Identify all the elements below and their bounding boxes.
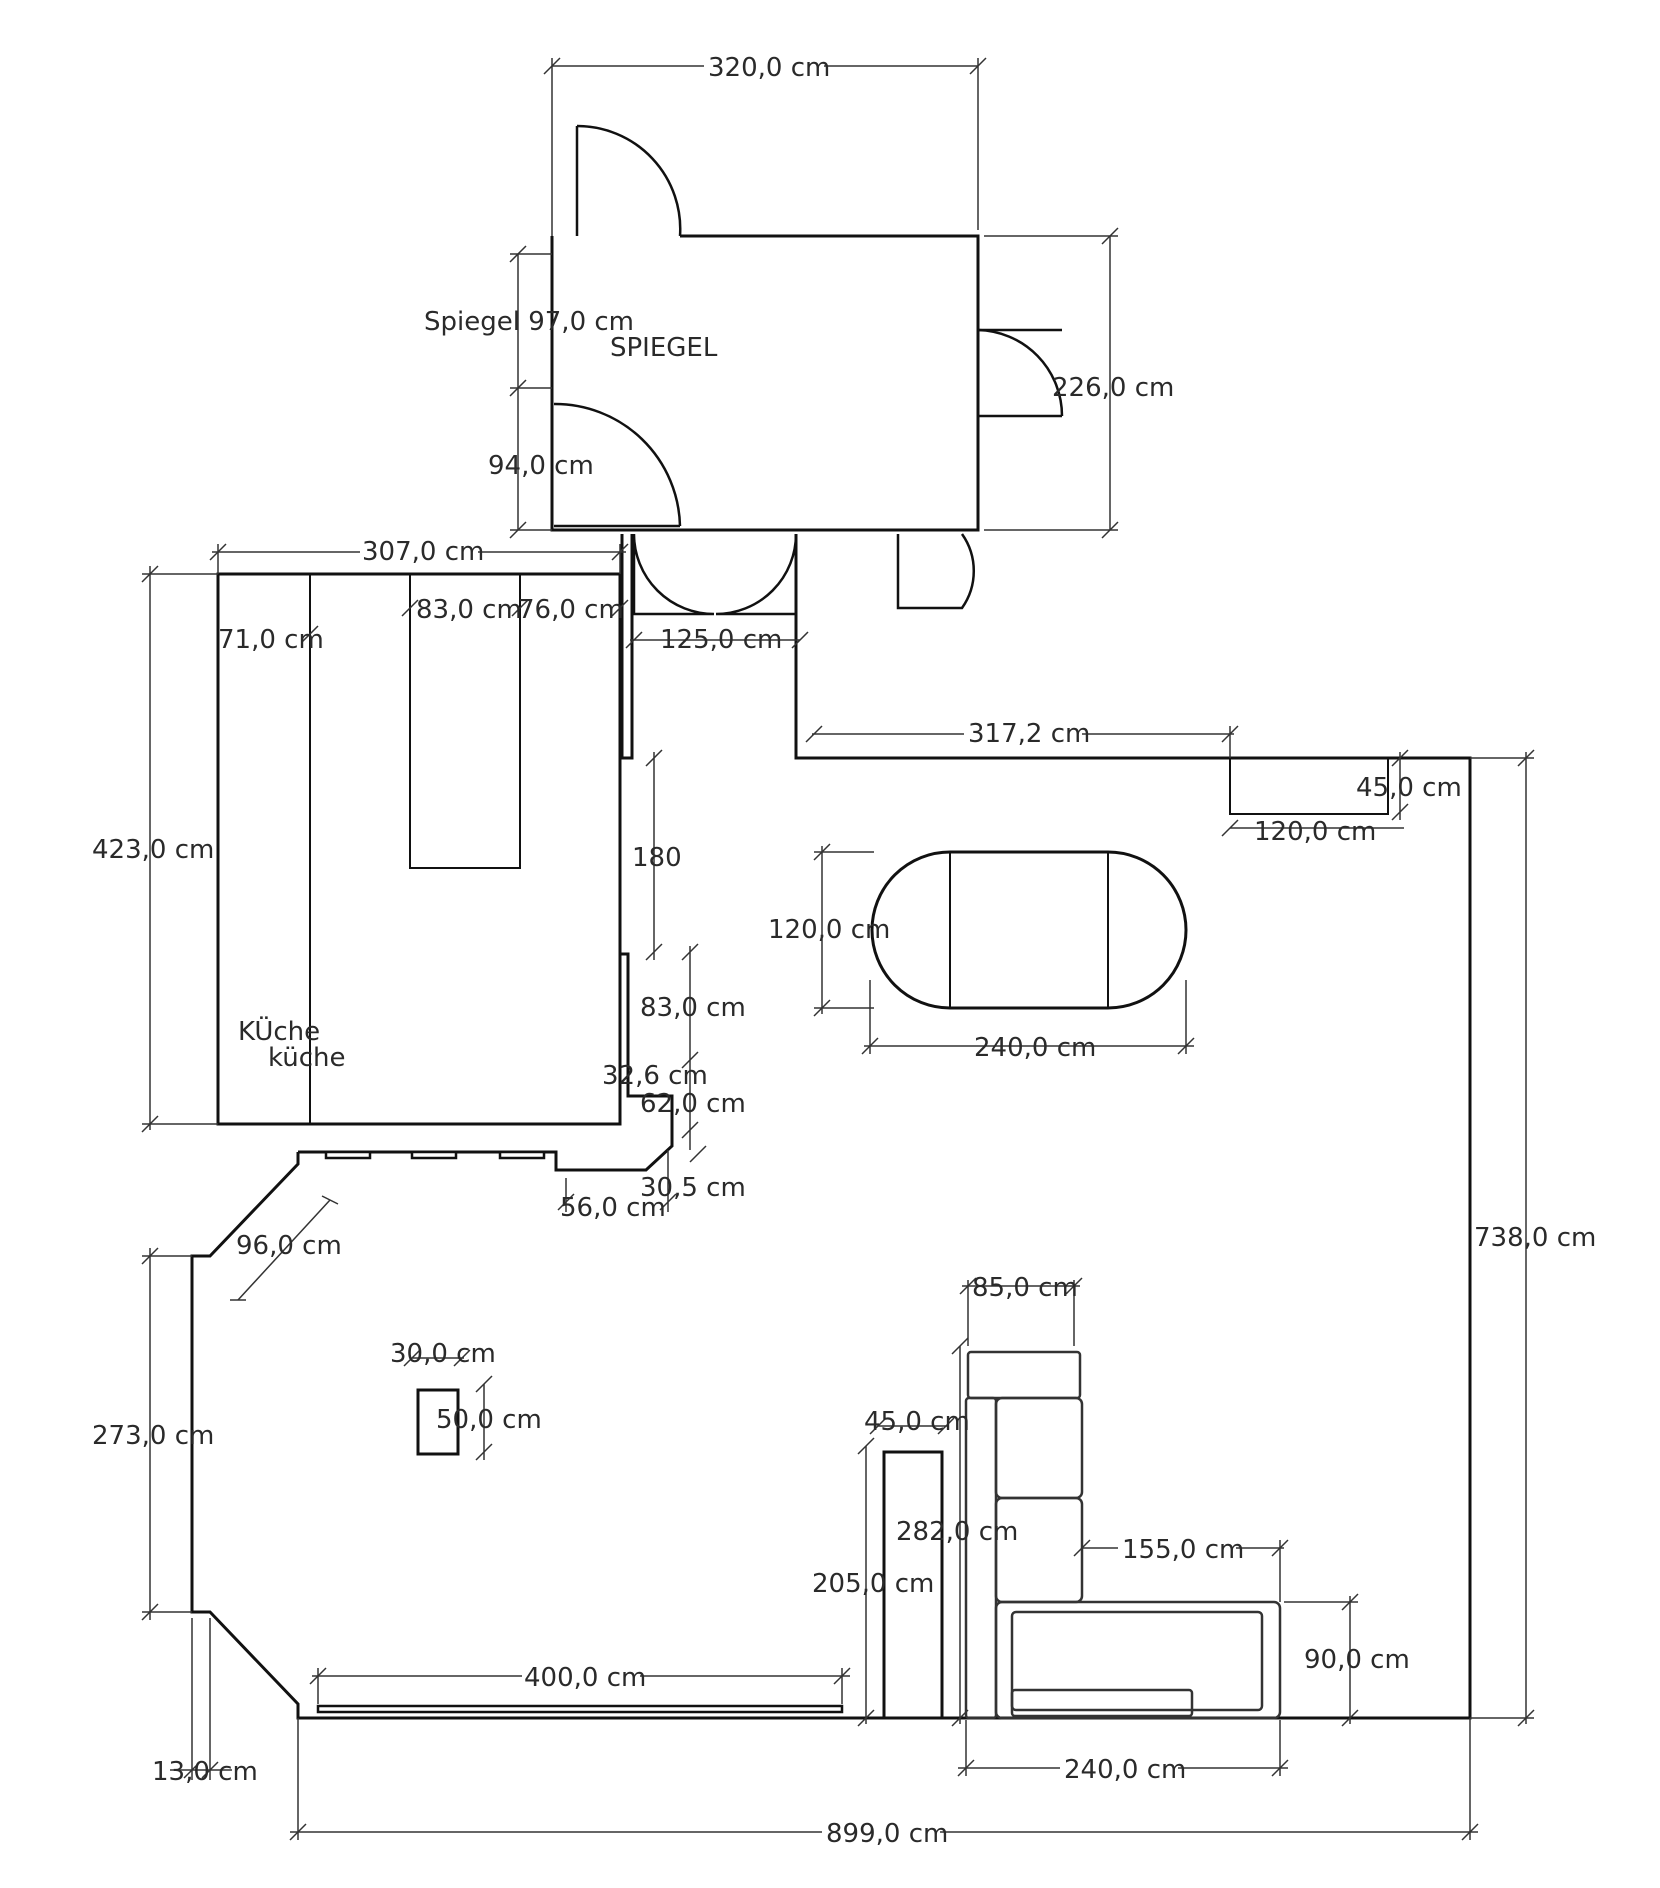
labels: 320,0 cm 226,0 cm Spiegel 97,0 cm SPIEGE… <box>92 50 1596 1849</box>
radiator-bottom <box>316 1704 844 1714</box>
dim-120-table: 120,0 cm <box>768 915 890 945</box>
dim-45-top: 45,0 cm <box>1356 773 1462 803</box>
dim-30: 30,0 cm <box>390 1339 496 1369</box>
dim-738: 738,0 cm <box>1474 1223 1596 1253</box>
dim-94: 94,0 cm <box>488 451 594 481</box>
dim-273: 273,0 cm <box>92 1421 214 1451</box>
dim-307: 307,0 cm <box>362 537 484 567</box>
dim-71: 71,0 cm <box>218 625 324 655</box>
dim-226: 226,0 cm <box>1052 373 1174 403</box>
corridor <box>620 533 806 760</box>
kitchen <box>216 572 674 1126</box>
dim-96: 96,0 cm <box>236 1231 342 1261</box>
dim-56: 56,0 cm <box>560 1193 666 1223</box>
dim-50: 50,0 cm <box>436 1405 542 1435</box>
dim-282: 282,0 cm <box>896 1517 1018 1547</box>
dim-125: 125,0 cm <box>660 625 782 655</box>
bathroom <box>550 124 1064 610</box>
dim-85: 85,0 cm <box>972 1273 1078 1303</box>
dim-180: 180 <box>632 843 682 873</box>
dim-155: 155,0 cm <box>1122 1535 1244 1565</box>
dim-400: 400,0 cm <box>524 1663 646 1693</box>
spiegel-label: SPIEGEL <box>610 333 718 363</box>
pillar <box>416 1388 460 1456</box>
dim-240-sofa: 240,0 cm <box>1064 1755 1186 1785</box>
spiegel-dim-label: Spiegel 97,0 cm <box>424 307 634 337</box>
kitchen-label-1: KÜche <box>238 1015 320 1047</box>
dim-423: 423,0 cm <box>92 835 214 865</box>
corner-sofa <box>964 1350 1282 1720</box>
dim-30-5: 30,5 cm <box>640 1173 746 1203</box>
dim-83-top: 83,0 cm <box>416 595 522 625</box>
dining-table <box>870 850 1188 1010</box>
dim-13: 13,0 cm <box>152 1757 258 1787</box>
dim-45-sideboard: 45,0 cm <box>864 1407 970 1437</box>
dim-62: 62,0 cm <box>640 1089 746 1119</box>
dim-32-6: 32,6 cm <box>602 1061 708 1091</box>
living-room <box>190 756 1472 1720</box>
dim-205: 205,0 cm <box>812 1569 934 1599</box>
dim-320: 320,0 cm <box>708 53 830 83</box>
dim-76: 76,0 cm <box>518 595 624 625</box>
sideboard <box>882 1450 944 1720</box>
dim-317: 317,2 cm <box>968 719 1090 749</box>
dim-120-box: 120,0 cm <box>1254 817 1376 847</box>
dim-83-right: 83,0 cm <box>640 993 746 1023</box>
dim-90: 90,0 cm <box>1304 1645 1410 1675</box>
kitchen-label-2: küche <box>268 1043 346 1073</box>
dimension-lines <box>141 57 1535 1841</box>
dim-899: 899,0 cm <box>826 1819 948 1849</box>
dim-240-table: 240,0 cm <box>974 1033 1096 1063</box>
